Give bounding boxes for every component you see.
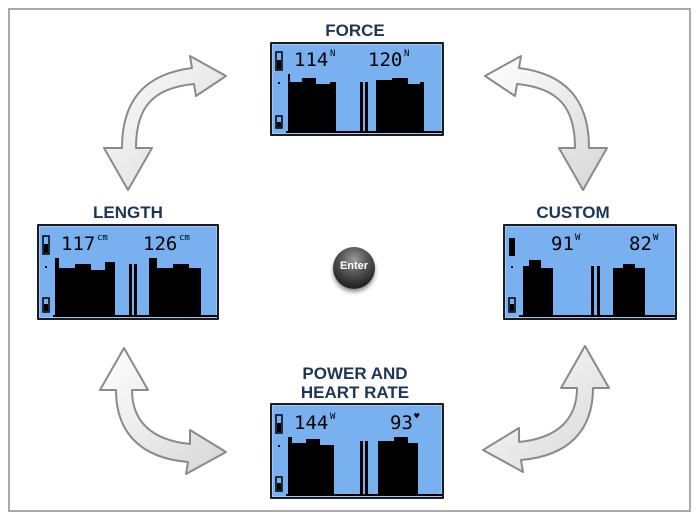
enter-button-label: Enter bbox=[339, 260, 369, 272]
lcd-display: 114 N 120 N bbox=[270, 42, 444, 136]
right-reading: 120 bbox=[368, 49, 403, 71]
mode-title: FORCE bbox=[325, 21, 385, 40]
lcd-graph bbox=[508, 238, 675, 317]
mode-title: CUSTOM bbox=[536, 203, 610, 222]
lcd-graph bbox=[42, 235, 217, 317]
right-reading: 93 bbox=[390, 412, 413, 434]
enter-button[interactable]: Enter bbox=[333, 247, 375, 289]
lcd-graph bbox=[275, 414, 442, 496]
mode-title: LENGTH bbox=[93, 203, 163, 222]
left-reading: 114 bbox=[294, 49, 329, 71]
curved-double-arrow-icon bbox=[484, 55, 608, 191]
lcd-display: 91 W 82 W bbox=[503, 224, 677, 320]
left-reading: 117 bbox=[61, 233, 96, 255]
left-unit: W bbox=[575, 233, 581, 243]
right-unit: cm bbox=[179, 233, 190, 243]
curved-double-arrow-icon bbox=[103, 55, 227, 191]
right-unit: N bbox=[404, 49, 410, 59]
left-unit: N bbox=[330, 49, 336, 59]
mode-title-line2: HEART RATE bbox=[300, 383, 410, 402]
lcd-display: 144 W 93 ♥ bbox=[270, 403, 444, 499]
left-reading: 144 bbox=[294, 412, 329, 434]
curved-double-arrow-icon bbox=[482, 345, 610, 473]
lcd-display: 117 cm 126 cm bbox=[37, 224, 219, 320]
heart-icon: ♥ bbox=[414, 412, 420, 422]
lcd-graph bbox=[275, 51, 442, 133]
right-unit: W bbox=[653, 233, 659, 243]
curved-double-arrow-icon bbox=[99, 347, 227, 475]
right-reading: 126 bbox=[143, 233, 178, 255]
mode-title-line1: POWER AND bbox=[302, 364, 408, 383]
left-unit: W bbox=[330, 412, 336, 422]
left-unit: cm bbox=[97, 233, 108, 243]
left-reading: 91 bbox=[551, 233, 574, 255]
right-reading: 82 bbox=[629, 233, 652, 255]
